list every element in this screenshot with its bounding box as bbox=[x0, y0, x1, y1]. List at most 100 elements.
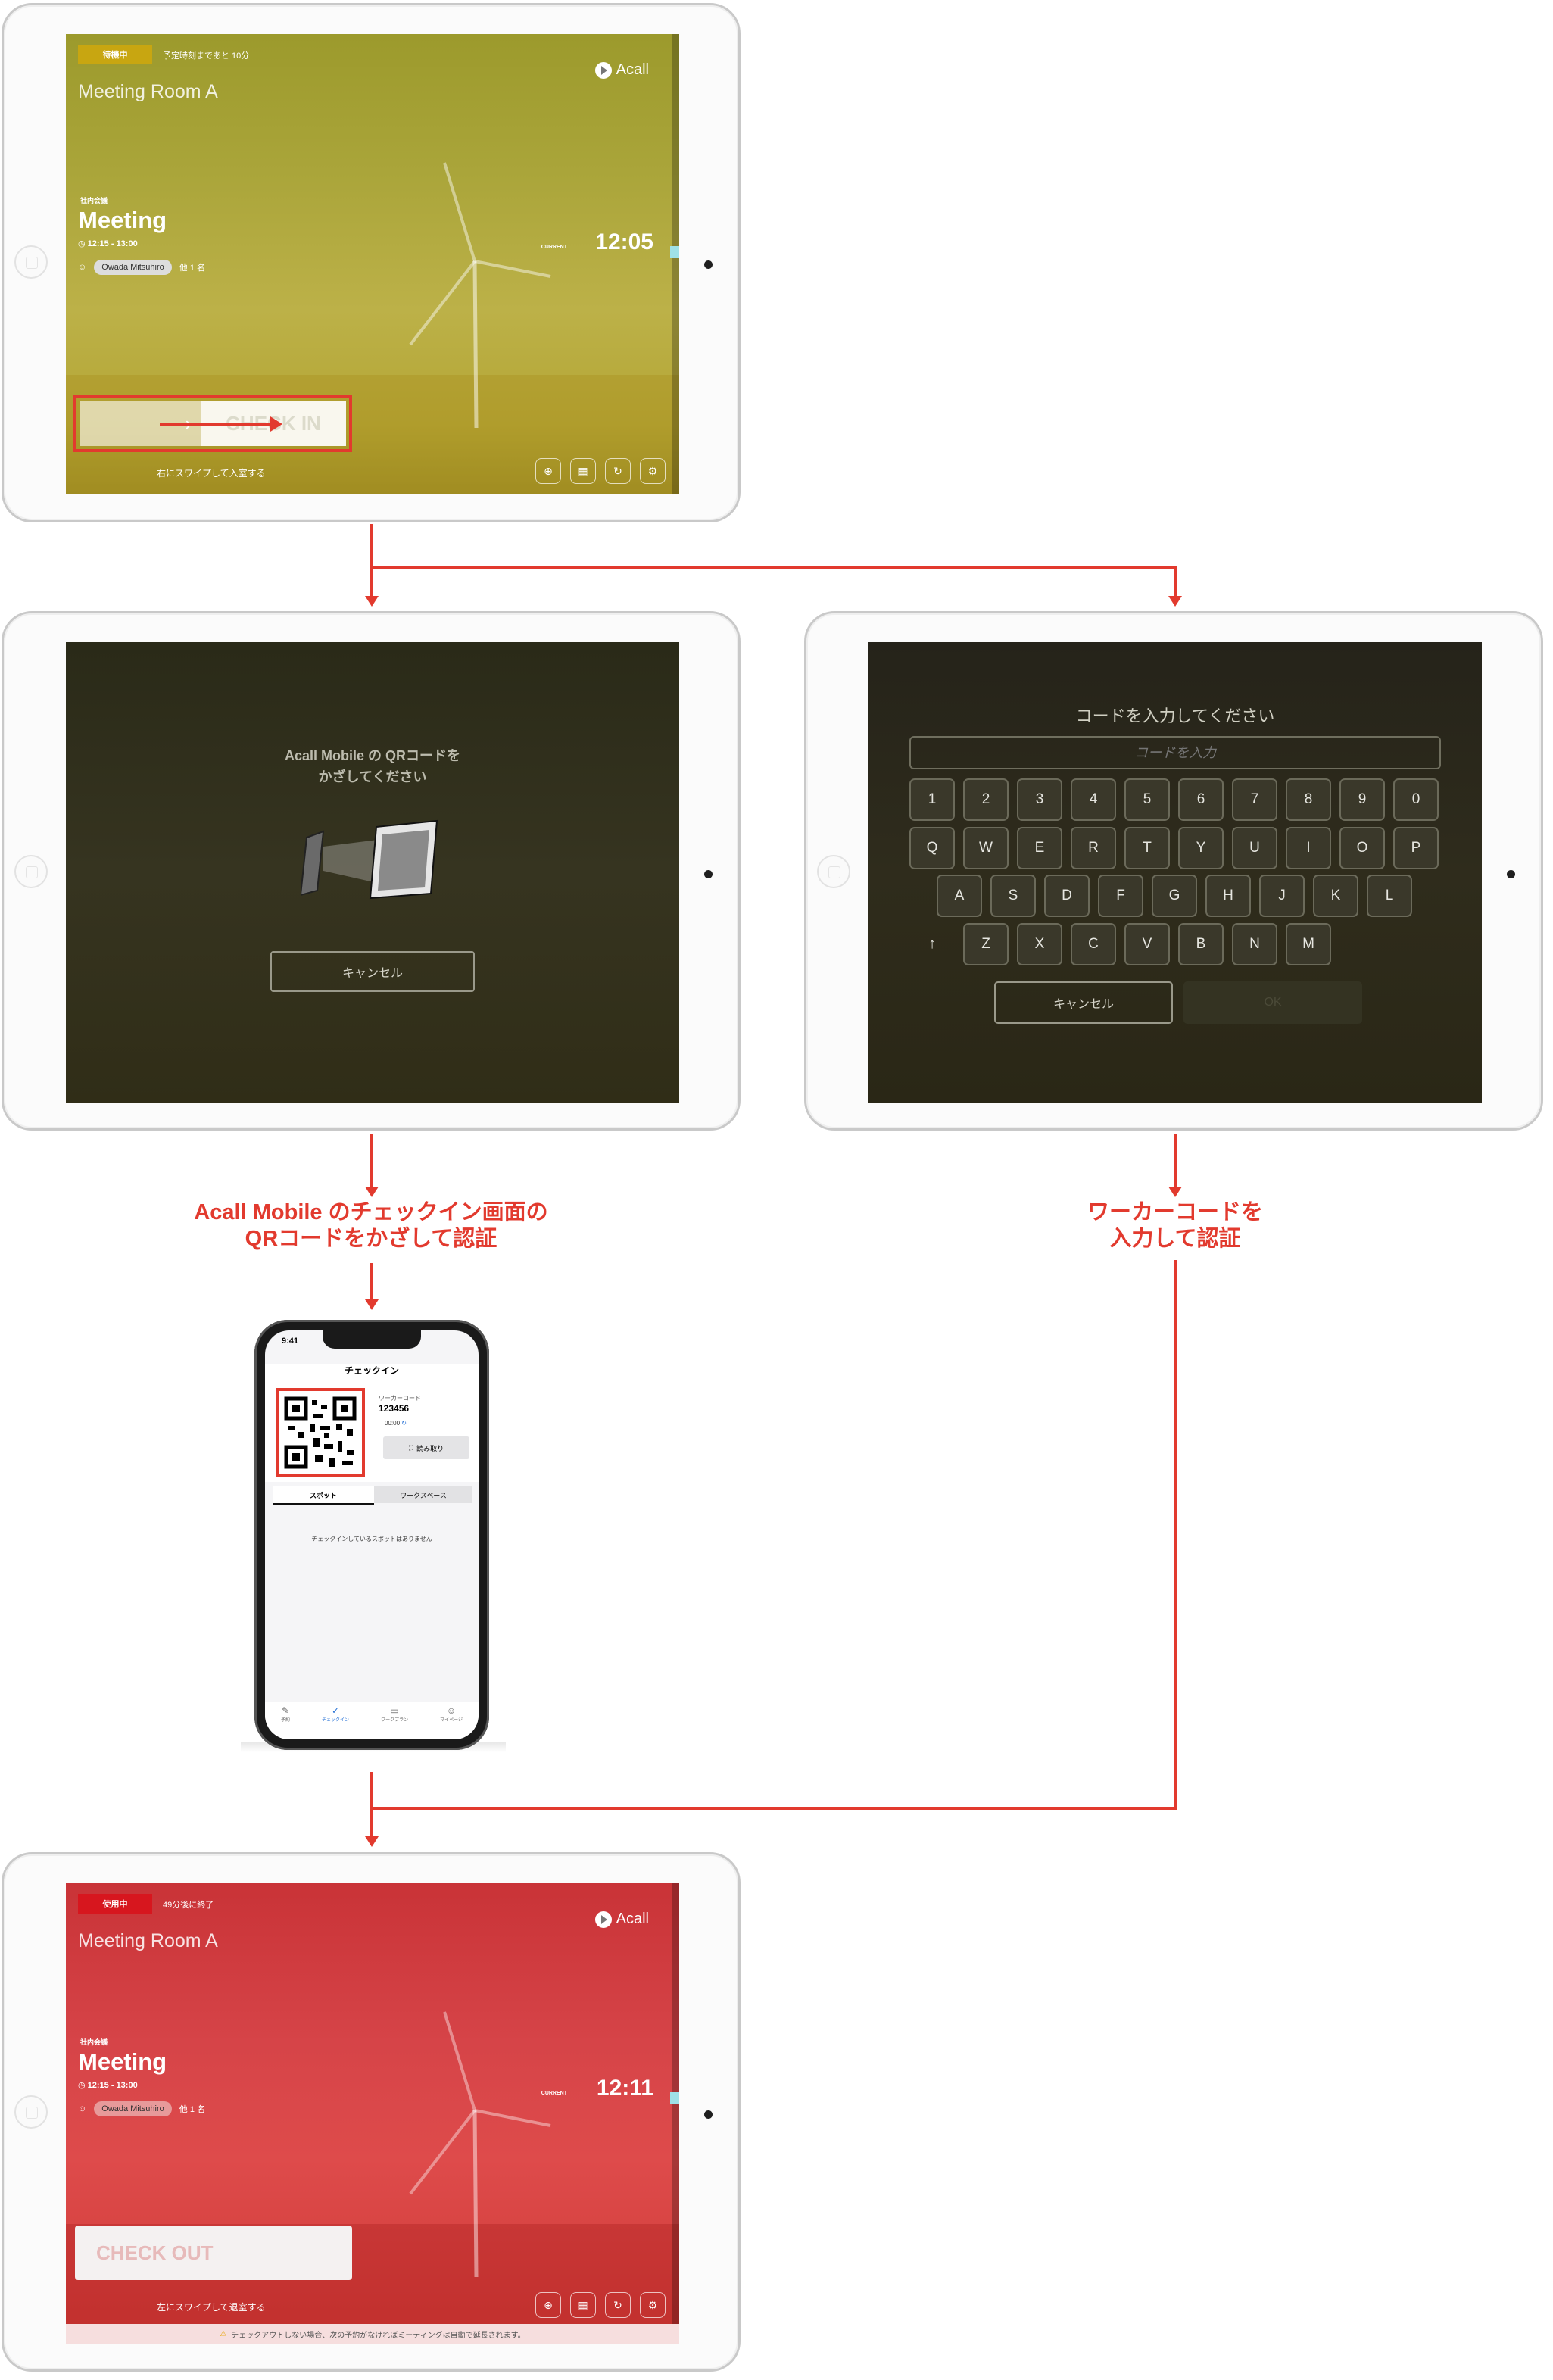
key-6[interactable]: 6 bbox=[1178, 778, 1224, 821]
checkout-slider[interactable]: CHECK OUT bbox=[75, 2226, 352, 2280]
globe-icon[interactable]: ⊕ bbox=[535, 2292, 561, 2318]
read-button-label: 読み取り bbox=[416, 1444, 444, 1452]
arrowhead bbox=[1168, 596, 1182, 607]
nav-label: 予約 bbox=[281, 1718, 291, 1723]
key-4[interactable]: 4 bbox=[1071, 778, 1116, 821]
acall-logo: Acall bbox=[594, 1911, 649, 1928]
play-icon bbox=[594, 61, 612, 79]
key-e[interactable]: E bbox=[1017, 827, 1062, 869]
key-9[interactable]: 9 bbox=[1339, 778, 1385, 821]
meeting-title: Meeting bbox=[78, 207, 167, 233]
key-a[interactable]: A bbox=[937, 875, 982, 917]
logo-text: Acall bbox=[616, 61, 649, 78]
key-k[interactable]: K bbox=[1313, 875, 1358, 917]
gear-icon[interactable]: ⚙ bbox=[640, 2292, 666, 2318]
home-button bbox=[14, 2095, 48, 2129]
calendar-icon[interactable]: ▦ bbox=[570, 458, 596, 484]
code-input[interactable] bbox=[909, 736, 1441, 769]
phone-header: チェックイン bbox=[265, 1364, 479, 1383]
connector bbox=[370, 1134, 373, 1188]
refresh-icon[interactable]: ↻ bbox=[605, 458, 631, 484]
check-circle-icon: ✓ bbox=[332, 1705, 340, 1716]
nav-checkin[interactable]: ✓ チェックイン bbox=[322, 1705, 349, 1723]
key-i[interactable]: I bbox=[1286, 827, 1331, 869]
caption-line: ワーカーコードを bbox=[1087, 1200, 1263, 1224]
timer: 00:00 ↻ bbox=[385, 1420, 407, 1427]
nav-label: チェックイン bbox=[322, 1718, 350, 1723]
key-q[interactable]: Q bbox=[909, 827, 955, 869]
key-8[interactable]: 8 bbox=[1286, 778, 1331, 821]
key-t[interactable]: T bbox=[1124, 827, 1170, 869]
clock-label: CURRENT bbox=[541, 2091, 567, 2096]
calendar-icon[interactable]: ▦ bbox=[570, 2292, 596, 2318]
person-icon: ☺ bbox=[78, 2104, 87, 2113]
key-o[interactable]: O bbox=[1339, 827, 1385, 869]
key-j[interactable]: J bbox=[1259, 875, 1305, 917]
key-r[interactable]: R bbox=[1071, 827, 1116, 869]
arrowhead bbox=[365, 1187, 379, 1197]
ok-button[interactable]: OK bbox=[1183, 981, 1362, 1024]
connector bbox=[1174, 1134, 1177, 1188]
warning-bar: ⚠チェックアウトしない場合、次の予約がなければミーティングは自動で延長されます。 bbox=[66, 2324, 679, 2344]
refresh-icon: ↻ bbox=[401, 1420, 407, 1427]
gear-icon[interactable]: ⚙ bbox=[640, 458, 666, 484]
key-g[interactable]: G bbox=[1152, 875, 1197, 917]
qr-overlay-screen: Acall Mobile の QRコードを かざしてください キャンセル bbox=[66, 642, 679, 1103]
edge-marker bbox=[670, 2092, 679, 2104]
key-s[interactable]: S bbox=[990, 875, 1036, 917]
refresh-icon[interactable]: ↻ bbox=[605, 2292, 631, 2318]
key-v[interactable]: V bbox=[1124, 923, 1170, 965]
arrowhead bbox=[365, 596, 379, 607]
arrowhead bbox=[365, 1836, 379, 1847]
key-f[interactable]: F bbox=[1098, 875, 1143, 917]
screen-edge bbox=[672, 1883, 679, 2344]
read-button[interactable]: ⛶読み取り bbox=[383, 1436, 469, 1459]
key-2[interactable]: 2 bbox=[963, 778, 1009, 821]
nav-reserve[interactable]: ✎予約 bbox=[281, 1705, 290, 1723]
cancel-button[interactable]: キャンセル bbox=[270, 951, 475, 992]
room-name: Meeting Room A bbox=[78, 1930, 218, 1951]
person-icon: ☺ bbox=[78, 263, 87, 272]
camera-dot bbox=[1507, 870, 1515, 878]
nav-workplan[interactable]: ▭ワークプラン bbox=[381, 1705, 408, 1723]
bottom-nav: ✎予約 ✓ チェックイン ▭ワークプラン ☺ マイページ bbox=[265, 1702, 479, 1739]
smartphone: 9:41 チェックイン ワーカーコード 123456 00:00 ↻ ⛶読み取り… bbox=[254, 1320, 489, 1750]
nav-label: マイページ bbox=[440, 1718, 463, 1723]
key-h[interactable]: H bbox=[1205, 875, 1251, 917]
key-z[interactable]: Z bbox=[963, 923, 1009, 965]
attendee-chip: Owada Mitsuhiro bbox=[94, 2101, 172, 2116]
key-w[interactable]: W bbox=[963, 827, 1009, 869]
ipad-code-entry: コードを入力してください 1234567890QWERTYUIOPASDFGHJ… bbox=[804, 611, 1543, 1131]
key-7[interactable]: 7 bbox=[1232, 778, 1277, 821]
key-shift[interactable]: ↑ bbox=[928, 936, 936, 952]
caption-qr-auth: Acall Mobile のチェックイン画面の QRコードをかざして認証 bbox=[106, 1199, 636, 1252]
key-l[interactable]: L bbox=[1367, 875, 1412, 917]
swipe-hint: 左にスワイプして退室する bbox=[157, 2302, 266, 2313]
tab-workspace[interactable]: ワークスペース bbox=[374, 1486, 472, 1503]
code-entry-screen: コードを入力してください 1234567890QWERTYUIOPASDFGHJ… bbox=[868, 642, 1482, 1103]
key-1[interactable]: 1 bbox=[909, 778, 955, 821]
key-p[interactable]: P bbox=[1393, 827, 1439, 869]
meeting-time: ◷ 12:15 - 13:00 bbox=[78, 2081, 138, 2090]
key-m[interactable]: M bbox=[1286, 923, 1331, 965]
tab-spot[interactable]: スポット bbox=[273, 1486, 374, 1505]
key-x[interactable]: X bbox=[1017, 923, 1062, 965]
key-b[interactable]: B bbox=[1178, 923, 1224, 965]
nav-mypage[interactable]: ☺ マイページ bbox=[440, 1705, 463, 1723]
cancel-button[interactable]: キャンセル bbox=[994, 981, 1173, 1024]
meeting-title: Meeting bbox=[78, 2048, 167, 2075]
empty-message: チェックインしているスポットはありません bbox=[311, 1536, 432, 1542]
meeting-time: ◷ 12:15 - 13:00 bbox=[78, 239, 138, 248]
key-d[interactable]: D bbox=[1044, 875, 1090, 917]
key-5[interactable]: 5 bbox=[1124, 778, 1170, 821]
user-icon: ☺ bbox=[446, 1705, 457, 1716]
key-u[interactable]: U bbox=[1232, 827, 1277, 869]
key-3[interactable]: 3 bbox=[1017, 778, 1062, 821]
time-range: 12:15 - 13:00 bbox=[87, 239, 138, 248]
key-n[interactable]: N bbox=[1232, 923, 1277, 965]
key-c[interactable]: C bbox=[1071, 923, 1116, 965]
checkin-slider[interactable]: › CHECK IN bbox=[73, 395, 352, 452]
globe-icon[interactable]: ⊕ bbox=[535, 458, 561, 484]
key-0[interactable]: 0 bbox=[1393, 778, 1439, 821]
key-y[interactable]: Y bbox=[1178, 827, 1224, 869]
